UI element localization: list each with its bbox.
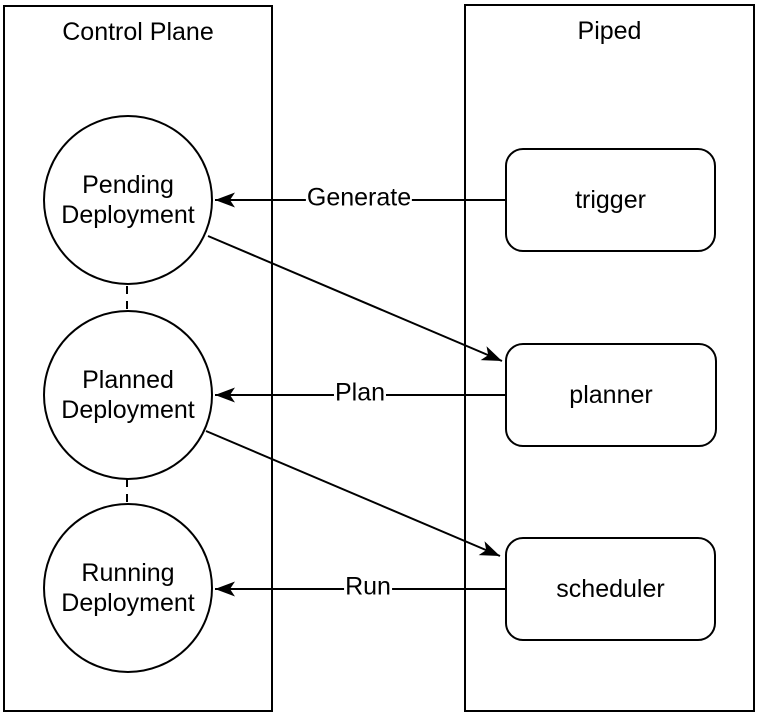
state-running-deployment: Running Deployment bbox=[43, 503, 213, 673]
component-trigger-label: trigger bbox=[575, 185, 646, 214]
component-trigger: trigger bbox=[505, 148, 716, 252]
component-scheduler: scheduler bbox=[505, 537, 716, 641]
component-planner: planner bbox=[505, 343, 717, 447]
edge-label-run: Run bbox=[344, 572, 392, 602]
component-planner-label: planner bbox=[569, 380, 653, 409]
piped-title: Piped bbox=[577, 17, 642, 45]
state-running-deployment-label: Running Deployment bbox=[61, 559, 195, 617]
component-scheduler-label: scheduler bbox=[556, 574, 665, 603]
edge-label-plan: Plan bbox=[333, 378, 387, 408]
state-planned-deployment-label: Planned Deployment bbox=[61, 366, 195, 424]
state-planned-deployment: Planned Deployment bbox=[43, 310, 213, 480]
state-pending-deployment: Pending Deployment bbox=[43, 115, 213, 285]
control-plane-title: Control Plane bbox=[62, 18, 214, 46]
edge-label-generate: Generate bbox=[305, 183, 413, 213]
state-pending-deployment-label: Pending Deployment bbox=[61, 171, 195, 229]
